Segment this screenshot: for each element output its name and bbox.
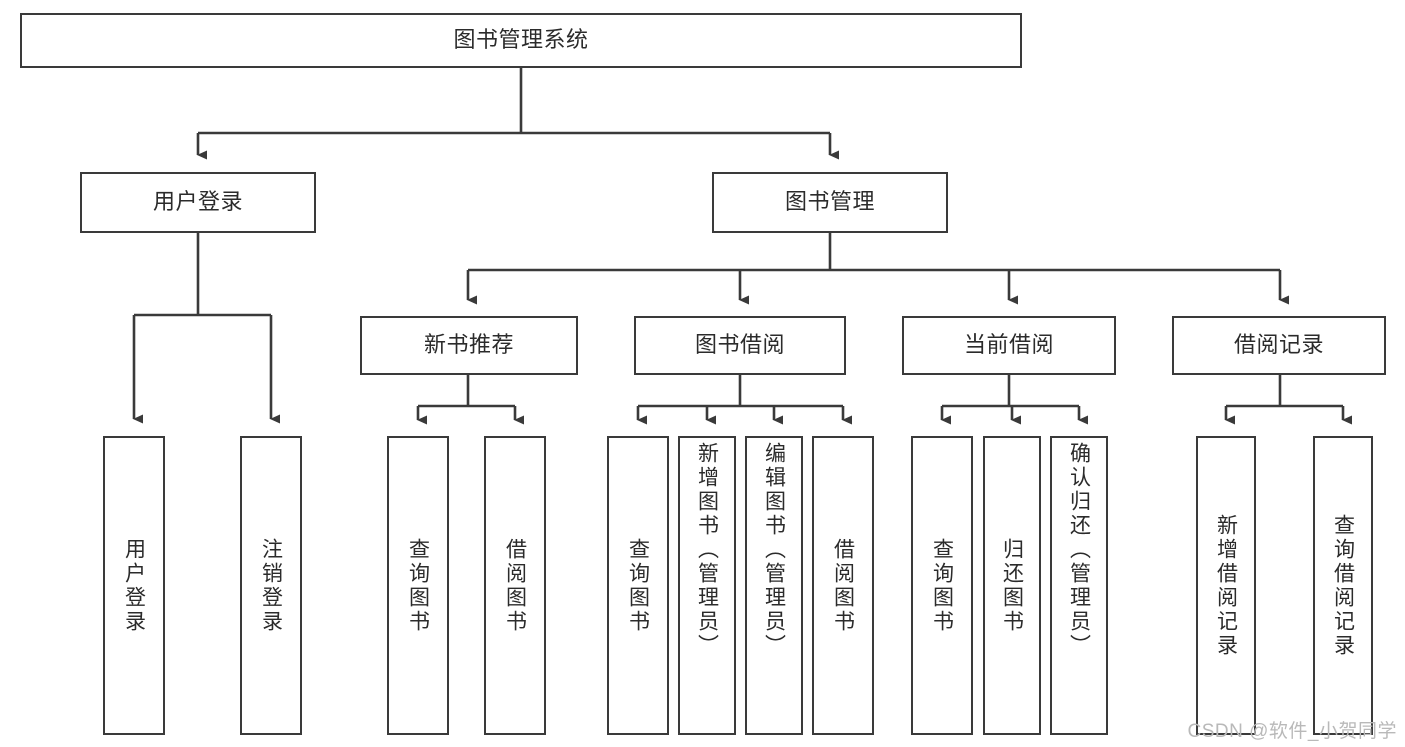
node-leaf-edit-book[interactable]: 编辑图书（管理员）: [745, 436, 803, 735]
node-label-user-login: 用户登录: [152, 189, 243, 215]
node-label-book-manage: 图书管理: [784, 189, 875, 215]
node-leaf-query-book-3[interactable]: 查询图书: [911, 436, 973, 735]
node-leaf-query-record[interactable]: 查询借阅记录: [1313, 436, 1373, 735]
node-leaf-add-book[interactable]: 新增图书（管理员）: [678, 436, 736, 735]
node-label-leaf-user-logout: 注销登录: [259, 537, 283, 634]
node-label-borrow-record: 借阅记录: [1233, 332, 1324, 358]
node-label-leaf-query-book-2: 查询图书: [626, 537, 650, 634]
node-label-root: 图书管理系统: [453, 27, 589, 53]
node-label-leaf-borrow-book-1: 借阅图书: [503, 537, 527, 634]
node-label-leaf-confirm-return: 确认归还（管理员）: [1067, 442, 1091, 658]
node-borrow-record[interactable]: 借阅记录: [1172, 316, 1386, 375]
node-label-leaf-user-login: 用户登录: [122, 537, 146, 634]
node-new-book-recommend[interactable]: 新书推荐: [360, 316, 578, 375]
node-label-leaf-query-book-1: 查询图书: [406, 537, 430, 634]
node-label-leaf-return-book: 归还图书: [1000, 537, 1024, 634]
node-leaf-borrow-book-2[interactable]: 借阅图书: [812, 436, 874, 735]
node-leaf-borrow-book-1[interactable]: 借阅图书: [484, 436, 546, 735]
node-leaf-query-book-2[interactable]: 查询图书: [607, 436, 669, 735]
node-label-new-book-recommend: 新书推荐: [423, 332, 514, 358]
node-leaf-user-logout[interactable]: 注销登录: [240, 436, 302, 735]
node-book-borrow[interactable]: 图书借阅: [634, 316, 846, 375]
node-leaf-query-book-1[interactable]: 查询图书: [387, 436, 449, 735]
node-label-leaf-query-book-3: 查询图书: [930, 537, 954, 634]
node-label-leaf-add-record: 新增借阅记录: [1214, 513, 1238, 658]
node-label-book-borrow: 图书借阅: [694, 332, 785, 358]
node-label-leaf-query-record: 查询借阅记录: [1331, 513, 1355, 658]
node-label-leaf-edit-book: 编辑图书（管理员）: [762, 442, 786, 658]
node-book-manage[interactable]: 图书管理: [712, 172, 948, 233]
node-leaf-user-login[interactable]: 用户登录: [103, 436, 165, 735]
node-leaf-confirm-return[interactable]: 确认归还（管理员）: [1050, 436, 1108, 735]
node-user-login[interactable]: 用户登录: [80, 172, 316, 233]
node-root-system[interactable]: 图书管理系统: [20, 13, 1022, 68]
node-label-leaf-borrow-book-2: 借阅图书: [831, 537, 855, 634]
node-label-current-borrow: 当前借阅: [963, 332, 1054, 358]
node-label-leaf-add-book: 新增图书（管理员）: [695, 442, 719, 658]
node-leaf-add-record[interactable]: 新增借阅记录: [1196, 436, 1256, 735]
node-current-borrow[interactable]: 当前借阅: [902, 316, 1116, 375]
node-leaf-return-book[interactable]: 归还图书: [983, 436, 1041, 735]
